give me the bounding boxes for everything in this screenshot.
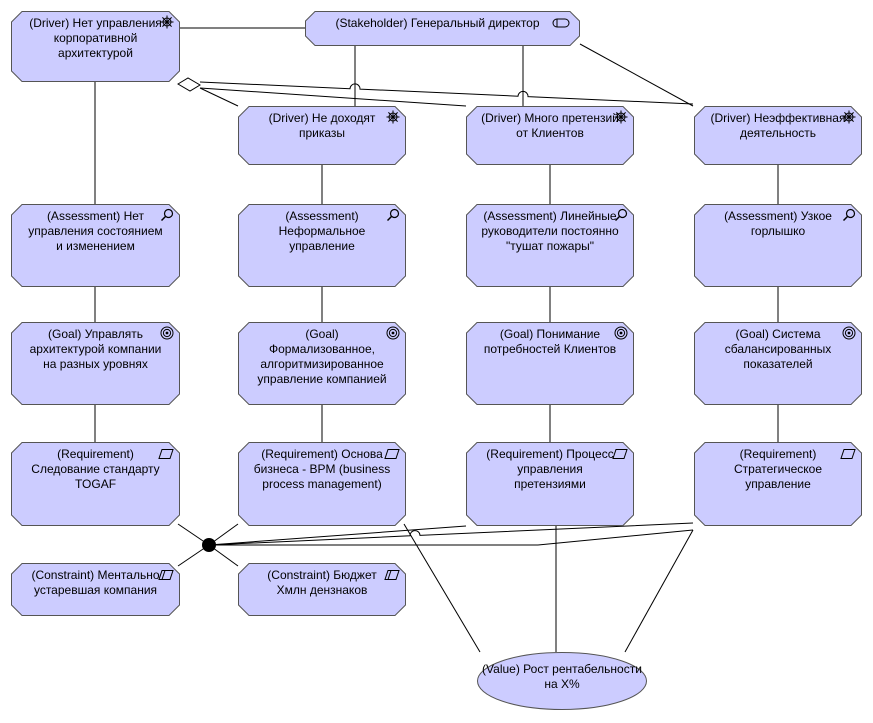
target-icon bbox=[160, 326, 174, 340]
assessment-node[interactable]: (Assessment) Линейные руководители посто… bbox=[466, 204, 634, 287]
edge-diamond-driver4 bbox=[199, 81, 694, 105]
assessment-shape bbox=[694, 204, 862, 287]
goal-label: (Goal) Система сбалансированных показате… bbox=[724, 327, 832, 371]
constraint-shape bbox=[238, 563, 406, 616]
parallelogram-icon bbox=[384, 448, 400, 462]
stakeholder-node[interactable]: (Stakeholder) Генеральный директор bbox=[305, 11, 580, 46]
requirement-label: (Requirement) Процесс управления претенз… bbox=[486, 447, 614, 491]
junction-node bbox=[202, 538, 216, 552]
goal-label: (Goal) Понимание потребностей Клиентов bbox=[483, 327, 617, 356]
requirement-shape bbox=[11, 442, 180, 526]
edge-junction-requirement3 bbox=[208, 525, 467, 546]
assessment-label: (Assessment) Нет управления состоянием и… bbox=[28, 209, 163, 253]
constraint-icon bbox=[158, 569, 174, 583]
goal-shape bbox=[694, 322, 862, 405]
assessment-label: (Assessment) Неформальное управление bbox=[278, 209, 366, 253]
constraint-label: (Constraint) Ментально устаревшая компан… bbox=[31, 568, 160, 597]
assessment-node[interactable]: (Assessment) Неформальное управление bbox=[238, 204, 406, 287]
requirement-label: (Requirement) Основа бизнеса - BPM (busi… bbox=[253, 447, 391, 491]
wheel-icon bbox=[386, 110, 400, 124]
wheel-icon bbox=[614, 110, 628, 124]
goal-label: (Goal) Формализованное, алгоритмизирован… bbox=[257, 327, 387, 386]
driver-label: (Driver) Много претензий от Клиентов bbox=[481, 111, 619, 140]
parallelogram-icon bbox=[612, 448, 628, 462]
stakeholder-label: (Stakeholder) Генеральный директор bbox=[335, 16, 540, 30]
magnifier-icon bbox=[842, 208, 856, 222]
requirement-label: (Requirement) Следование стандарту TOGAF bbox=[31, 447, 160, 491]
requirement-node[interactable]: (Requirement) Процесс управления претенз… bbox=[466, 442, 634, 526]
assessment-shape bbox=[11, 204, 180, 287]
assessment-node[interactable]: (Assessment) Узкое горлышко bbox=[694, 204, 862, 287]
driver-node[interactable]: (Driver) Не доходят приказы bbox=[238, 106, 406, 165]
requirement-node[interactable]: (Requirement) Стратегическое управление bbox=[694, 442, 862, 526]
goal-node[interactable]: (Goal) Понимание потребностей Клиентов bbox=[466, 322, 634, 405]
value-shape bbox=[477, 652, 647, 710]
goal-shape bbox=[238, 322, 406, 405]
requirement-label: (Requirement) Стратегическое управление bbox=[733, 447, 823, 491]
requirement-node[interactable]: (Requirement) Основа бизнеса - BPM (busi… bbox=[238, 442, 406, 526]
driver-label: (Driver) Нет управления корпоративной ар… bbox=[29, 16, 162, 60]
target-icon bbox=[386, 326, 400, 340]
driver-shape bbox=[694, 106, 862, 165]
parallelogram-icon bbox=[158, 448, 174, 462]
stakeholder-icon bbox=[552, 17, 570, 31]
constraint-shape bbox=[11, 563, 180, 616]
assessment-shape bbox=[466, 204, 634, 287]
assessment-label: (Assessment) Линейные руководители посто… bbox=[481, 209, 619, 253]
constraint-node[interactable]: (Constraint) Бюджет Хмлн дензнаков bbox=[238, 563, 406, 616]
value-label: (Value) Рост рентабельности на Х% bbox=[482, 662, 642, 691]
assessment-label: (Assessment) Узкое горлышко bbox=[724, 209, 832, 238]
target-icon bbox=[614, 326, 628, 340]
aggregation-diamond bbox=[177, 77, 201, 92]
magnifier-icon bbox=[614, 208, 628, 222]
driver-shape bbox=[11, 11, 180, 82]
value-node[interactable]: (Value) Рост рентабельности на Х% bbox=[477, 652, 647, 710]
driver-node[interactable]: (Driver) Нет управления корпоративной ар… bbox=[11, 11, 180, 82]
edge-stakeholder-driver4 bbox=[579, 43, 694, 107]
goal-label: (Goal) Управлять архитектурой компании н… bbox=[29, 327, 162, 371]
edge-junction-to-value-right bbox=[537, 529, 694, 546]
parallelogram-icon bbox=[840, 448, 856, 462]
driver-node[interactable]: (Driver) Неэффективная деятельность bbox=[694, 106, 862, 165]
edge-junction-to-value-left bbox=[403, 523, 481, 653]
assessment-node[interactable]: (Assessment) Нет управления состоянием и… bbox=[11, 204, 180, 287]
stakeholder-shape bbox=[305, 11, 580, 46]
edge-diamond-driver2 bbox=[199, 87, 239, 107]
edge-requirement4-value bbox=[624, 529, 694, 653]
driver-label: (Driver) Неэффективная деятельность bbox=[710, 111, 846, 140]
constraint-node[interactable]: (Constraint) Ментально устаревшая компан… bbox=[11, 563, 180, 616]
goal-shape bbox=[11, 322, 180, 405]
goal-node[interactable]: (Goal) Формализованное, алгоритмизирован… bbox=[238, 322, 406, 405]
requirement-shape bbox=[694, 442, 862, 526]
driver-label: (Driver) Не доходят приказы bbox=[268, 111, 376, 140]
magnifier-icon bbox=[160, 208, 174, 222]
target-icon bbox=[842, 326, 856, 340]
constraint-label: (Constraint) Бюджет Хмлн дензнаков bbox=[267, 568, 377, 597]
wheel-icon bbox=[842, 110, 856, 124]
driver-node[interactable]: (Driver) Много претензий от Клиентов bbox=[466, 106, 634, 165]
goal-node[interactable]: (Goal) Система сбалансированных показате… bbox=[694, 322, 862, 405]
driver-shape bbox=[238, 106, 406, 165]
goal-node[interactable]: (Goal) Управлять архитектурой компании н… bbox=[11, 322, 180, 405]
requirement-node[interactable]: (Requirement) Следование стандарту TOGAF bbox=[11, 442, 180, 526]
wheel-icon bbox=[160, 15, 174, 29]
magnifier-icon bbox=[386, 208, 400, 222]
constraint-icon bbox=[384, 569, 400, 583]
driver-shape bbox=[466, 106, 634, 165]
edge-diamond-driver3 bbox=[199, 87, 467, 107]
requirement-shape bbox=[238, 442, 406, 526]
requirement-shape bbox=[466, 442, 634, 526]
edge-junction-requirement4 bbox=[208, 522, 694, 546]
goal-shape bbox=[466, 322, 634, 405]
assessment-shape bbox=[238, 204, 406, 287]
